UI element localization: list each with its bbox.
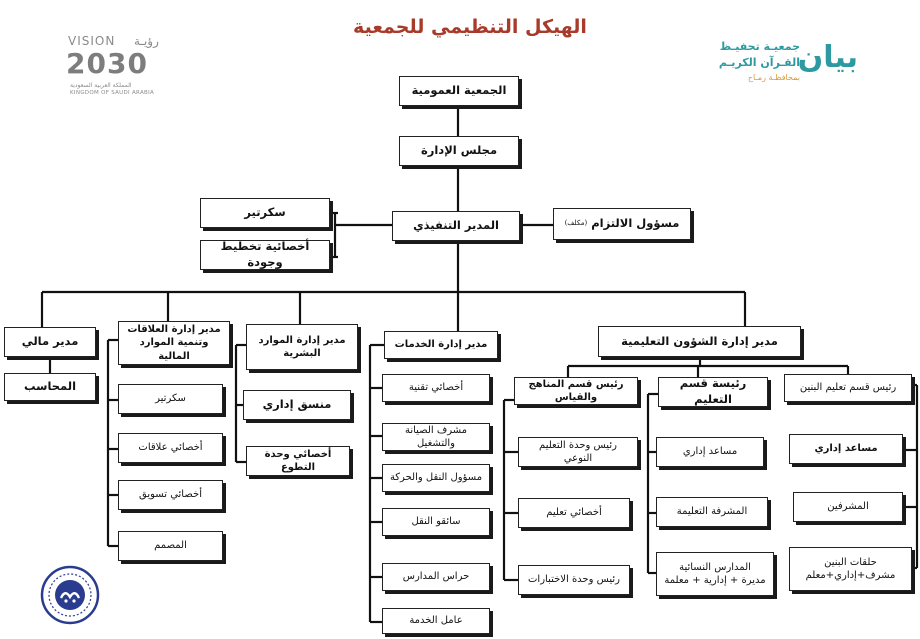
curriculum-head-box: رئيس قسم المناهج والقياس: [514, 377, 638, 405]
designer-box: المصمم: [118, 531, 223, 561]
compliance-officer-label: مسؤول الالتزام: [591, 216, 680, 231]
association-location: بمحافظـة رمـاح: [747, 73, 800, 82]
women-schools-label: المدارس النسائية: [679, 561, 751, 573]
edu-specialist-box: أخصائي تعليم: [518, 498, 630, 528]
planning-quality-box: أخصائية تخطيط وجودة: [200, 239, 330, 270]
volunteer-specialist-box: أخصائي وحدة التطوع: [246, 446, 350, 476]
school-guards-box: حراس المدارس: [382, 563, 490, 591]
general-assembly-box: الجمعية العمومية: [399, 76, 519, 106]
association-logo: جمعيـة تحفيـظ القـرآن الكريـم بمحافظـة ر…: [680, 30, 860, 90]
vision-label-ar: رؤيـة: [134, 34, 159, 48]
supervisors-male-box: المشرفين: [793, 492, 903, 522]
boys-circles-label: حلقات البنين: [824, 556, 877, 568]
drivers-box: سائقو النقل: [382, 508, 490, 536]
boys-circles-box: حلقات البنين مشرف+إداري+معلم: [789, 547, 912, 591]
admin-assistant-female-box: مساعد إداري: [656, 437, 764, 467]
women-schools-detail: مديرة + إدارية + معلمة: [664, 575, 766, 586]
finance-manager-box: مدير مالي: [4, 327, 96, 357]
accountant-box: المحاسب: [4, 373, 96, 401]
boys-teaching-head-box: رئيس قسم تعليم البنين: [784, 374, 912, 402]
kingdom-name-ar: المملكة العربية السعودية: [70, 82, 132, 89]
compliance-officer-box: مسؤول الالتزام (مكلف): [553, 208, 691, 240]
hr-manager-box: مدير إدارة الموارد البشرية: [246, 324, 358, 370]
vision-2030-logo: VISION رؤيـة 2030 المملكة العربية السعود…: [62, 30, 178, 100]
board-box: مجلس الإدارة: [399, 136, 519, 166]
marketing-specialist-box: أخصائي تسويق: [118, 480, 223, 510]
relations-specialist-box: أخصائي علاقات: [118, 433, 223, 463]
association-seal-icon: [40, 565, 100, 625]
exams-unit-head-box: رئيس وحدة الاختبارات: [518, 565, 630, 595]
vision-label: VISION: [68, 34, 116, 48]
chart-title: الهيكل التنظيمي للجمعية: [353, 16, 587, 38]
admin-coordinator-box: منسق إداري: [243, 390, 351, 420]
association-name-line1: جمعيـة تحفيـظ: [719, 40, 800, 53]
edu-supervisor-female-box: المشرفة التعليمة: [656, 497, 768, 527]
maintenance-supervisor-box: مشرف الصيانة والتشغيل: [382, 423, 490, 451]
boys-circles-detail: مشرف+إداري+معلم: [805, 570, 896, 581]
edu-affairs-manager-box: مدير إدارة الشؤون التعليمية: [598, 326, 801, 357]
women-schools-box: المدارس النسائية مديرة + إدارية + معلمة: [656, 552, 774, 596]
association-mark: بيان: [797, 40, 858, 75]
kingdom-name-en: KINGDOM OF SAUDI ARABIA: [70, 90, 155, 96]
executive-director-box: المدير التنفيذي: [392, 211, 520, 241]
teaching-head-female-box: رئيسة قسم التعليم: [658, 376, 768, 407]
services-manager-box: مدير إدارة الخدمات: [384, 331, 498, 359]
relations-manager-box: مدير إدارة العلاقات وتنمية الموارد المال…: [118, 321, 230, 365]
it-specialist-box: أخصائي تقنية: [382, 374, 490, 402]
admin-assistant-male-box: مساعد إداري: [789, 434, 903, 464]
relations-secretary-box: سكرتير: [118, 384, 223, 414]
secretary-top-box: سكرتير: [200, 198, 330, 228]
association-name-line2: القـرآن الكريـم: [718, 56, 800, 69]
vision-year: 2030: [66, 47, 148, 80]
compliance-note: (مكلف): [564, 219, 588, 228]
qualitative-unit-head-box: رئيس وحدة التعليم النوعي: [518, 437, 638, 467]
service-worker-box: عامل الخدمة: [382, 608, 490, 634]
transport-officer-box: مسؤول النقل والحركة: [382, 464, 490, 492]
